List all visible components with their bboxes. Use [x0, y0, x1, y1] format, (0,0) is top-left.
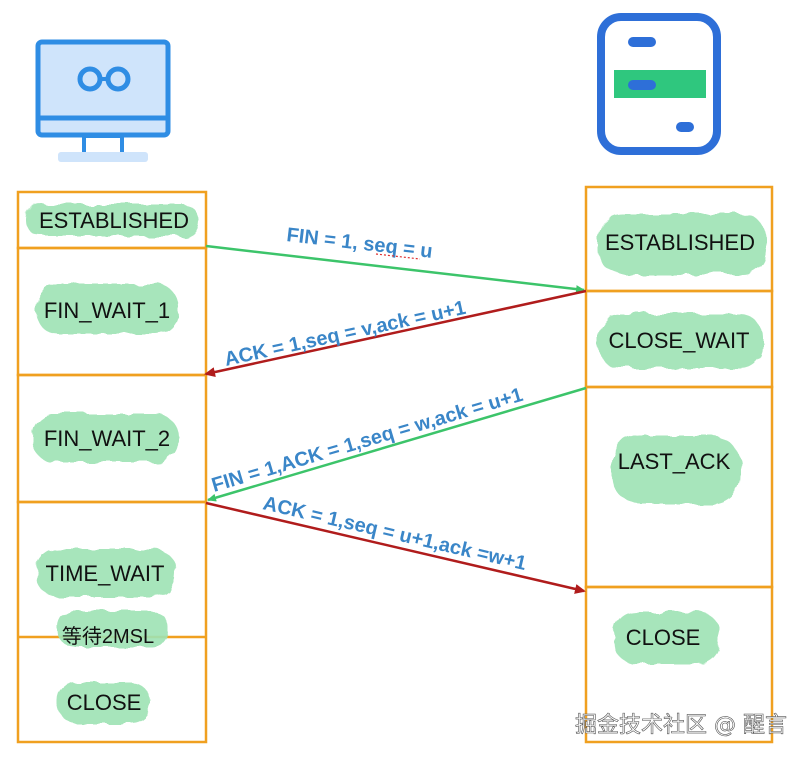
client-box-time-wait — [16, 500, 208, 744]
time-wait-2msl-note: 等待2MSL — [62, 625, 154, 648]
state-highlights — [26, 204, 766, 723]
server-box-close — [584, 585, 774, 744]
server-state-close-wait: CLOSE_WAIT — [609, 328, 750, 353]
client-state-fin-wait-2: FIN_WAIT_2 — [44, 426, 170, 451]
fin-arrow-client-to-server — [205, 244, 585, 294]
spellcheck-underline — [375, 253, 421, 260]
ack-arrow-server-to-client — [204, 289, 587, 377]
client-state-column — [16, 190, 208, 744]
fin-ack-arrow-server-to-client — [207, 386, 587, 502]
message-label-final-ack: ACK = 1,seq = u+1,ack =w+1 — [261, 492, 529, 575]
server-state-last-ack: LAST_ACK — [618, 449, 731, 474]
server-state-established: ESTABLISHED — [605, 230, 755, 255]
watermark: 掘金技术社区 @ 醒言 — [575, 713, 787, 738]
final-ack-arrow-client-to-server — [205, 501, 586, 594]
client-state-established: ESTABLISHED — [39, 208, 189, 233]
server-state-column — [584, 185, 774, 744]
client-state-fin-wait-1: FIN_WAIT_1 — [44, 298, 170, 323]
message-label-fin-ack: FIN = 1,ACK = 1,seq = w,ack = u+1 — [209, 384, 525, 497]
desktop-monitor-icon — [35, 39, 171, 162]
message-label-ack: ACK = 1,seq = v,ack = u+1 — [222, 297, 467, 371]
client-state-close: CLOSE — [67, 690, 142, 715]
server-state-close: CLOSE — [626, 625, 701, 650]
server-icon — [597, 13, 721, 155]
client-state-time-wait: TIME_WAIT — [46, 561, 165, 586]
